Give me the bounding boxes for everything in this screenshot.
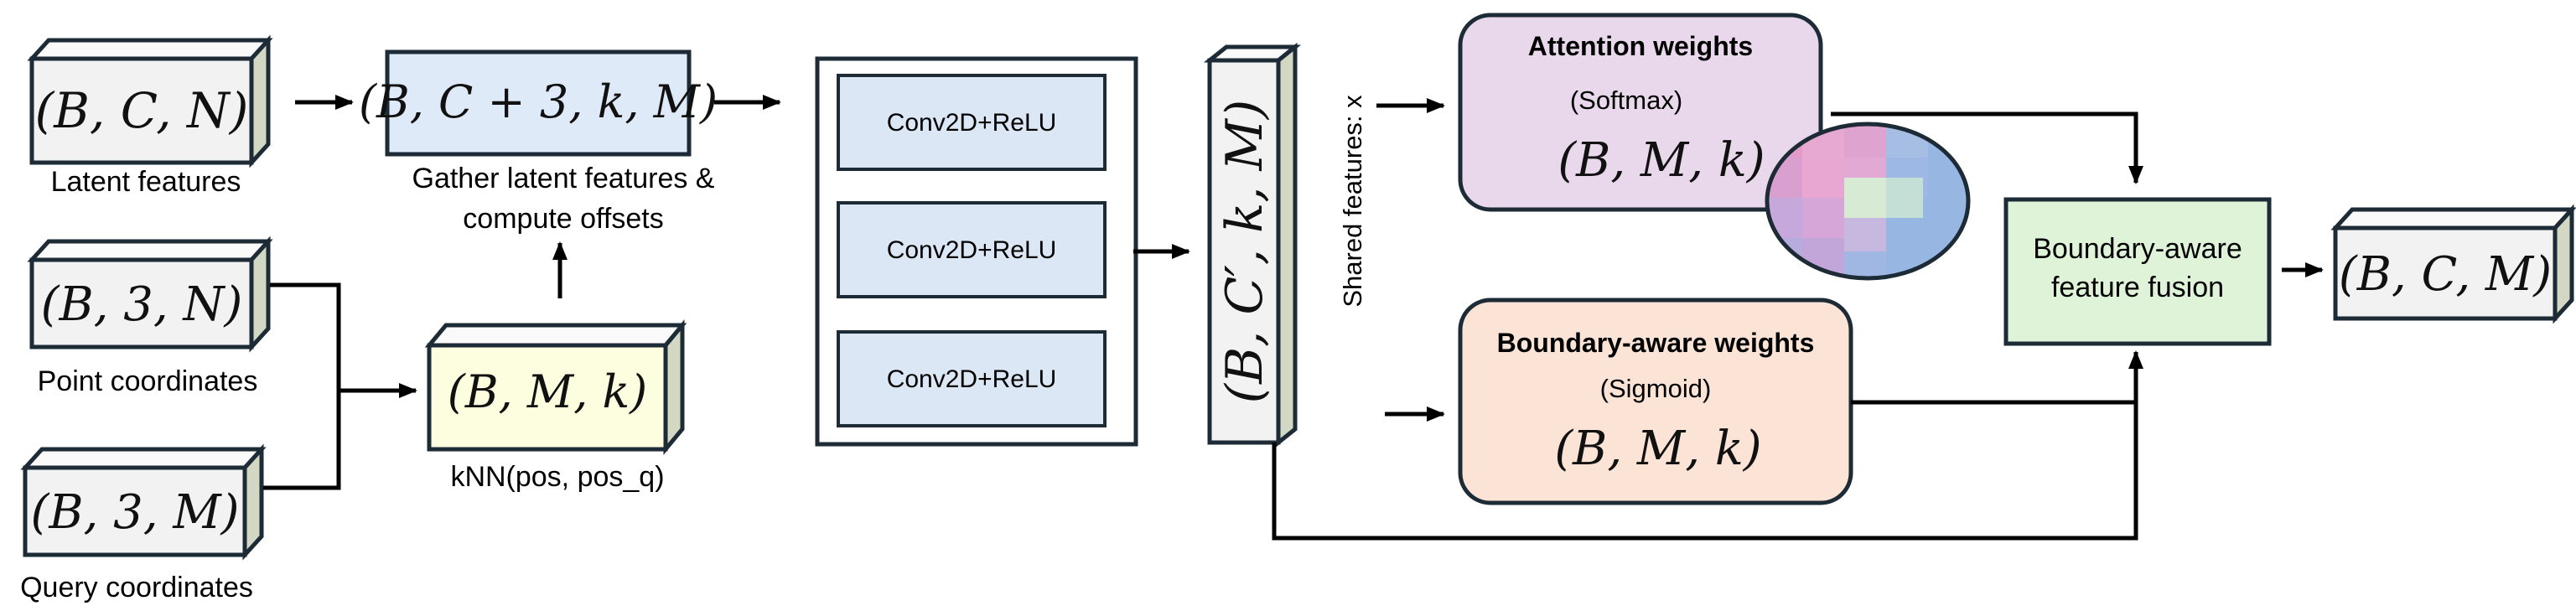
gather-box <box>385 49 692 157</box>
point-label: Point coordinates <box>38 365 258 397</box>
latent-features-box: (B, C, N) <box>27 34 273 168</box>
attention-heatmap-outline <box>1765 122 1971 281</box>
knn-shape: (B, M, k) <box>448 365 648 418</box>
conv-layer-1: Conv2D+ReLU <box>837 74 1107 171</box>
query-shape: (B, 3, M) <box>30 485 239 540</box>
shared-features-box: (B, C′, k, M) <box>1203 42 1302 448</box>
point-coordinates-box: (B, 3, N) <box>27 236 273 353</box>
attention-title: Attention weights <box>1528 31 1753 61</box>
knn-box: (B, M, k) <box>424 319 687 455</box>
fusion-label-line1: Boundary-aware <box>2033 233 2242 265</box>
latent-label: Latent features <box>51 166 241 198</box>
fusion-label-line2: feature fusion <box>2051 272 2224 303</box>
conv-layer-3-label: Conv2D+ReLU <box>887 365 1057 393</box>
attention-box <box>1458 13 1823 212</box>
conv-layer-1-label: Conv2D+ReLU <box>887 109 1057 137</box>
boundary-shape: (B, M, k) <box>1554 422 1761 476</box>
boundary-title: Boundary-aware weights <box>1497 328 1815 358</box>
gather-label-line1: Gather latent features & <box>412 163 715 194</box>
boundary-activation: (Sigmoid) <box>1600 374 1712 403</box>
arrow-attention-to-fusion <box>1831 111 2143 184</box>
connector-coords-to-knn <box>263 282 417 490</box>
query-coordinates-box: (B, 3, M) <box>20 443 267 561</box>
attention-activation: (Softmax) <box>1570 85 1682 115</box>
knn-label: kNN(pos, pos_q) <box>450 461 664 493</box>
shared-label: Shared features: x <box>1338 95 1367 308</box>
latent-shape: (B, C, N) <box>35 82 249 139</box>
output-box: (B, C, M) <box>2330 204 2576 324</box>
point-shape: (B, 3, N) <box>41 277 243 332</box>
conv-layer-2-label: Conv2D+ReLU <box>887 236 1057 264</box>
gather-label-line2: compute offsets <box>463 203 663 235</box>
gather-shape: (B, C + 3, k, M) <box>359 75 718 128</box>
arrow-shared-skip-to-fusion <box>1272 350 2143 541</box>
attention-shape: (B, M, k) <box>1558 133 1765 188</box>
shared-shape: (B, C′, k, M) <box>1215 100 1274 404</box>
conv-layer-3: Conv2D+ReLU <box>837 330 1107 427</box>
output-shape: (B, C, M) <box>2339 247 2552 302</box>
fusion-box <box>2003 197 2272 346</box>
query-label: Query coordinates <box>20 572 253 603</box>
conv-layer-2: Conv2D+ReLU <box>837 201 1107 298</box>
